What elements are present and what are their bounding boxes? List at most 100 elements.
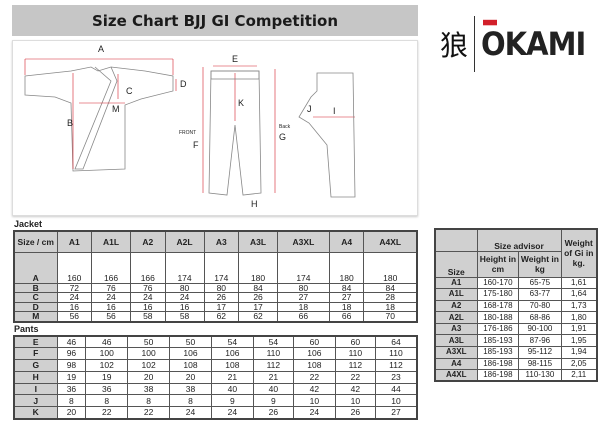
- okami-logo: 狼 OKAMI: [440, 14, 586, 74]
- label-i: I: [333, 106, 336, 116]
- row-key: I: [13, 382, 58, 396]
- cell: 106: [169, 347, 212, 361]
- cell: 54: [252, 335, 294, 349]
- cell: 1,95: [560, 334, 598, 348]
- cell: A2L: [434, 311, 478, 324]
- column-header: A1: [56, 230, 93, 253]
- cell: 50: [169, 335, 212, 349]
- cell: 1,73: [560, 299, 598, 313]
- cell: 87-96: [518, 334, 562, 348]
- cell: A1L: [434, 288, 478, 301]
- cell: 24: [164, 292, 205, 303]
- cell: 22: [85, 406, 129, 420]
- cell: 24: [130, 292, 166, 303]
- pants-front-outline: [208, 70, 262, 196]
- cell: 24: [91, 292, 131, 303]
- cell: 28: [363, 292, 418, 303]
- cell: 110: [334, 347, 376, 361]
- cell: 70: [363, 311, 418, 322]
- label-j: J: [307, 104, 312, 114]
- cell: 22: [127, 406, 171, 420]
- size-heading: Size: [434, 250, 478, 278]
- cell: 185-193: [476, 346, 520, 359]
- cell: 168-178: [476, 299, 520, 313]
- cell: 108: [210, 359, 254, 372]
- column-header: A3L: [238, 230, 278, 253]
- cell: 110: [252, 347, 294, 361]
- cell: 26: [203, 292, 240, 303]
- cell: 10: [334, 394, 376, 408]
- cell: 110-130: [518, 369, 562, 382]
- pants-side-outline: [298, 72, 356, 198]
- label-k: K: [238, 98, 245, 108]
- weight-heading: Weight in kg: [518, 250, 562, 278]
- cell: 112: [374, 359, 418, 372]
- cell: 58: [164, 311, 205, 322]
- cell: 8: [56, 394, 87, 408]
- cell: 58: [130, 311, 166, 322]
- cell: 62: [203, 311, 240, 322]
- column-header: A4XL: [363, 230, 418, 253]
- cell: 20: [169, 370, 212, 384]
- cell: 27: [328, 292, 365, 303]
- row-key: K: [13, 406, 58, 420]
- cell: 22: [292, 370, 336, 384]
- cell: 176-186: [476, 322, 520, 336]
- cell: A3XL: [434, 346, 478, 359]
- cell: 26: [334, 406, 376, 420]
- cell: 10: [374, 394, 418, 408]
- cell: 56: [91, 311, 131, 322]
- label-b: B: [67, 118, 74, 128]
- cell: 23: [374, 370, 418, 384]
- row-key: F: [13, 347, 58, 361]
- cell: 180-188: [476, 311, 520, 324]
- row-key: G: [13, 359, 58, 372]
- cell: 9: [252, 394, 294, 408]
- column-header: A3: [203, 230, 240, 253]
- cell: 63-77: [518, 288, 562, 301]
- cell: 24: [169, 406, 212, 420]
- column-header: A4: [328, 230, 365, 253]
- cell: 22: [334, 370, 376, 384]
- cell: 38: [169, 382, 212, 396]
- cell: 1,94: [560, 346, 598, 359]
- cell: 98-115: [518, 357, 562, 371]
- cell: 60: [334, 335, 376, 349]
- back-label: Back: [279, 124, 291, 130]
- cell: 8: [169, 394, 212, 408]
- label-c: C: [126, 86, 133, 96]
- cell: A4XL: [434, 369, 478, 382]
- logo-divider: [474, 16, 476, 72]
- column-header: A3XL: [277, 230, 330, 253]
- row-key: A: [13, 251, 58, 284]
- label-h: H: [251, 199, 258, 209]
- cell: 102: [85, 359, 129, 372]
- row-key: J: [13, 394, 58, 408]
- front-label: FRONT: [179, 130, 197, 136]
- cell: 64: [374, 335, 418, 349]
- cell: 38: [127, 382, 171, 396]
- cell: 1,91: [560, 322, 598, 336]
- cell: 70-80: [518, 299, 562, 313]
- measurement-guides: [24, 58, 355, 193]
- cell: 19: [56, 370, 87, 384]
- cell: 106: [210, 347, 254, 361]
- size-advisor-table: Size advisor Weight of Gi in kg. Size He…: [434, 228, 598, 383]
- pants-waistband: [210, 70, 260, 80]
- cell: 160: [56, 251, 93, 284]
- column-header: Size / cm: [13, 230, 58, 253]
- cell: 19: [85, 370, 129, 384]
- cell: 36: [56, 382, 87, 396]
- cell: 106: [292, 347, 336, 361]
